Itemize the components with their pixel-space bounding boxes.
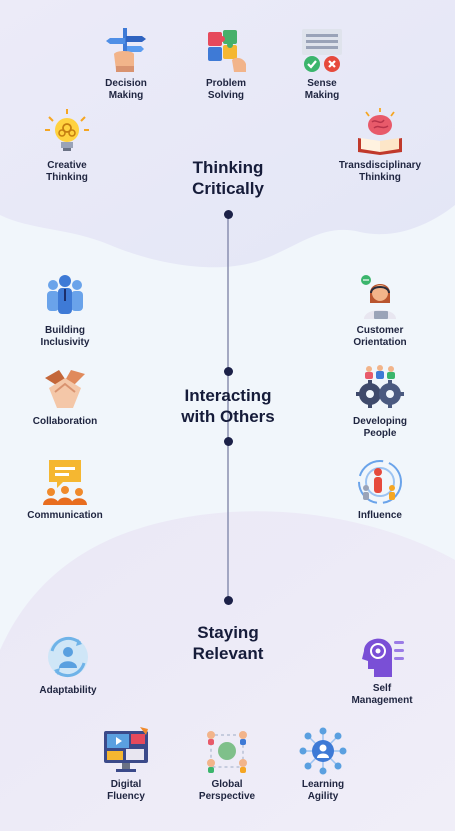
item-label: Decision Making <box>105 78 147 101</box>
item-communication: Communication <box>0 458 130 522</box>
item-learning-agility: Learning Agility <box>258 727 388 803</box>
timeline-dot <box>223 366 233 376</box>
item-developing-people: Developing People <box>315 364 445 440</box>
timeline-dot <box>223 436 233 446</box>
item-adaptability: Adaptability <box>3 633 133 697</box>
item-label: Global Perspective <box>198 779 256 802</box>
item-label: Collaboration <box>32 416 98 427</box>
top-blob <box>0 0 455 268</box>
item-label: Sense Making <box>304 78 340 101</box>
item-building-inclusivity: Building Inclusivity <box>0 273 130 349</box>
item-label: Adaptability <box>39 685 97 696</box>
lightbulb-icon <box>45 109 89 151</box>
person-refresh-icon <box>48 636 88 678</box>
item-label: Digital Fluency <box>107 779 145 802</box>
item-collaboration: Collaboration <box>0 364 130 428</box>
heading-interacting-with-others: Interacting with Others <box>181 386 275 426</box>
item-sense-making: Sense Making <box>257 26 387 102</box>
global-network-icon <box>207 731 247 773</box>
item-creative-thinking: Creative Thinking <box>2 108 132 184</box>
timeline-dot <box>223 209 233 219</box>
item-label: Developing People <box>353 416 407 439</box>
item-label: Self Management <box>351 683 413 706</box>
item-label: Creative Thinking <box>46 160 88 183</box>
puzzle-icon <box>208 30 246 72</box>
item-label: Customer Orientation <box>353 325 407 348</box>
item-label: Learning Agility <box>301 779 345 802</box>
item-digital-fluency: Digital Fluency <box>61 727 191 803</box>
digital-devices-icon <box>104 727 148 772</box>
item-decision-making: Decision Making <box>61 26 191 102</box>
speech-bubble-group-icon <box>43 460 87 505</box>
item-label: Building Inclusivity <box>40 325 90 348</box>
item-influence: Influence <box>315 458 445 522</box>
timeline-dot <box>223 595 233 605</box>
person-network-icon <box>299 727 347 775</box>
item-global-perspective: Global Perspective <box>162 727 292 803</box>
item-label: Influence <box>358 510 402 521</box>
influencer-target-icon <box>358 460 402 504</box>
item-customer-orientation: Customer Orientation <box>315 273 445 349</box>
checklist-icon <box>302 29 342 72</box>
item-self-management: Self Management <box>317 631 447 707</box>
heading-thinking-critically: Thinking Critically <box>192 158 264 198</box>
support-agent-icon <box>361 275 396 319</box>
item-label: Communication <box>27 510 103 521</box>
heading-staying-relevant: Staying Relevant <box>192 623 264 663</box>
people-group-icon <box>47 275 83 314</box>
head-settings-icon <box>362 638 404 677</box>
item-label: Transdisciplinary Thinking <box>338 160 422 183</box>
item-label: Problem Solving <box>205 78 246 101</box>
hands-together-icon <box>45 370 85 408</box>
brain-book-icon <box>358 108 402 155</box>
item-transdisciplinary-thinking: Transdisciplinary Thinking <box>315 108 445 184</box>
signpost-hand-icon <box>106 28 146 72</box>
item-problem-solving: Problem Solving <box>161 26 291 102</box>
people-gears-icon <box>356 365 404 408</box>
